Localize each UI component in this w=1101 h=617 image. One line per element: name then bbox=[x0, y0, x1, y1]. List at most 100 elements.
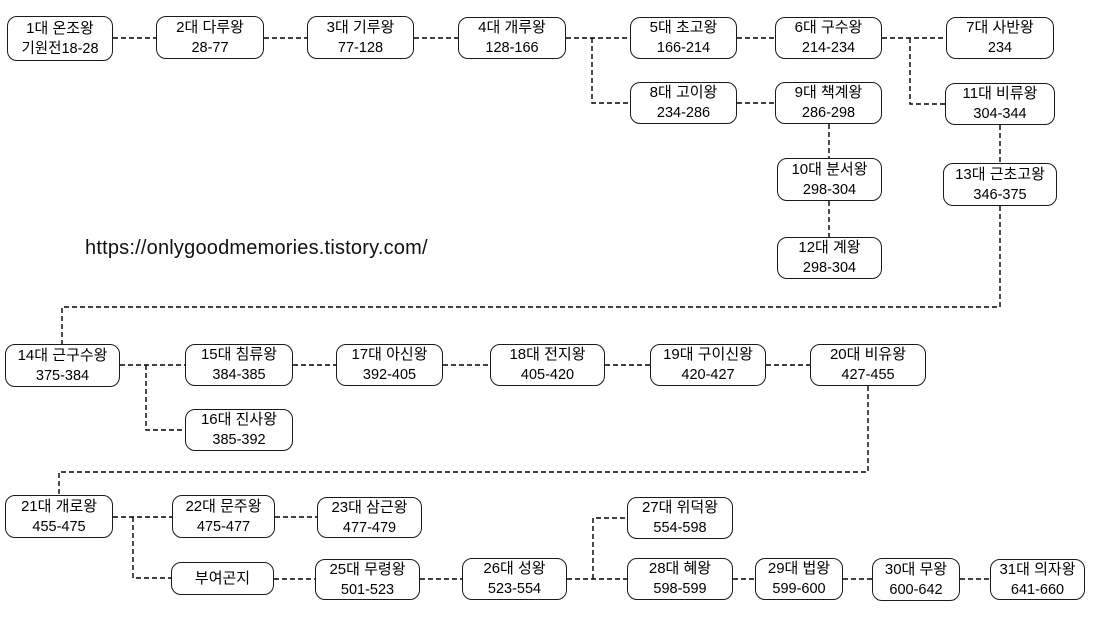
node-king-14: 14대 근구수왕 375-384 bbox=[5, 344, 120, 387]
node-king-31: 31대 의자왕 641-660 bbox=[990, 559, 1085, 600]
node-king-27: 27대 위덕왕 554-598 bbox=[627, 497, 733, 539]
king-years: 554-598 bbox=[653, 520, 707, 536]
king-name: 부여곤지 bbox=[194, 569, 251, 587]
king-years: 304-344 bbox=[973, 106, 1027, 122]
node-king-11: 11대 비류왕 304-344 bbox=[945, 83, 1055, 125]
king-years: 641-660 bbox=[1010, 581, 1065, 598]
node-king-07: 7대 사반왕 234 bbox=[946, 17, 1054, 59]
node-king-29: 29대 법왕 599-600 bbox=[755, 558, 843, 600]
king-name: 27대 위덕왕 bbox=[641, 499, 719, 516]
king-name: 22대 문주왕 bbox=[185, 497, 262, 515]
node-king-19: 19대 구이신왕 420-427 bbox=[650, 344, 766, 386]
node-king-03: 3대 기루왕 77-128 bbox=[307, 16, 414, 59]
node-king-26: 26대 성왕 523-554 bbox=[462, 558, 567, 600]
king-years: 128-166 bbox=[485, 40, 539, 56]
node-king-16: 16대 진사왕 385-392 bbox=[185, 409, 293, 451]
king-name: 18대 전지왕 bbox=[509, 346, 586, 363]
king-name: 13대 근초고왕 bbox=[955, 165, 1045, 183]
king-years: 298-304 bbox=[802, 260, 857, 276]
node-king-08: 8대 고이왕 234-286 bbox=[630, 82, 737, 124]
king-years: 286-298 bbox=[801, 105, 856, 121]
node-king-17: 17대 아신왕 392-405 bbox=[336, 344, 443, 386]
king-years: 77-128 bbox=[337, 39, 384, 56]
king-years: 384-385 bbox=[212, 367, 266, 383]
edge-king14-king16 bbox=[145, 365, 185, 431]
node-king-05: 5대 초고왕 166-214 bbox=[630, 17, 737, 59]
king-years: 420-427 bbox=[681, 367, 735, 383]
edge-king06-king11 bbox=[909, 38, 945, 105]
king-name: 17대 아신왕 bbox=[351, 346, 428, 363]
king-years: 298-304 bbox=[802, 181, 857, 198]
node-king-04: 4대 개루왕 128-166 bbox=[458, 17, 566, 59]
king-name: 2대 다루왕 bbox=[176, 18, 244, 36]
king-years: 600-642 bbox=[889, 581, 943, 598]
node-king-28: 28대 혜왕 598-599 bbox=[627, 558, 733, 600]
king-name: 8대 고이왕 bbox=[649, 84, 718, 101]
king-years: 346-375 bbox=[973, 186, 1027, 203]
edge-king04-king08 bbox=[591, 38, 630, 104]
edge-king26-king27 bbox=[592, 517, 627, 579]
king-years: 기원전18-28 bbox=[21, 40, 99, 57]
king-name: 6대 구수왕 bbox=[794, 19, 863, 36]
king-name: 1대 온조왕 bbox=[26, 19, 94, 37]
edge-king20-king21 bbox=[58, 386, 869, 495]
king-name: 15대 침류왕 bbox=[200, 346, 278, 363]
king-years: 475-477 bbox=[196, 518, 251, 535]
king-name: 28대 혜왕 bbox=[648, 560, 712, 577]
king-years: 405-420 bbox=[520, 367, 575, 383]
node-king-15: 15대 침류왕 384-385 bbox=[185, 344, 293, 386]
node-king-25: 25대 무령왕 501-523 bbox=[315, 559, 420, 600]
king-name: 9대 책계왕 bbox=[794, 84, 863, 101]
node-king-10: 10대 분서왕 298-304 bbox=[777, 158, 882, 201]
node-king-21: 21대 개로왕 455-475 bbox=[5, 495, 113, 538]
king-years: 28-77 bbox=[191, 39, 229, 56]
node-buyeo-gonji: 부여곤지 bbox=[171, 562, 274, 595]
king-years: 234-286 bbox=[656, 105, 711, 121]
king-years: 375-384 bbox=[35, 367, 90, 384]
node-king-18: 18대 전지왕 405-420 bbox=[490, 344, 605, 386]
king-name: 7대 사반왕 bbox=[966, 19, 1034, 36]
king-name: 16대 진사왕 bbox=[200, 411, 278, 428]
king-name: 19대 구이신왕 bbox=[663, 346, 753, 363]
node-king-30: 30대 무왕 600-642 bbox=[872, 558, 960, 601]
king-years: 214-234 bbox=[801, 40, 856, 56]
edge-king21-buyeogonji bbox=[132, 517, 171, 579]
king-name: 25대 무령왕 bbox=[329, 560, 406, 578]
node-king-22: 22대 문주왕 475-477 bbox=[172, 495, 275, 538]
king-name: 26대 성왕 bbox=[483, 560, 546, 577]
king-name: 23대 삼근왕 bbox=[331, 498, 408, 516]
node-king-02: 2대 다루왕 28-77 bbox=[156, 16, 264, 59]
node-king-20: 20대 비유왕 427-455 bbox=[810, 344, 926, 386]
node-king-01: 1대 온조왕 기원전18-28 bbox=[7, 16, 113, 61]
king-name: 20대 비유왕 bbox=[829, 346, 907, 363]
node-king-23: 23대 삼근왕 477-479 bbox=[317, 497, 422, 538]
node-king-12: 12대 계왕 298-304 bbox=[777, 237, 882, 279]
king-name: 10대 분서왕 bbox=[791, 160, 868, 178]
king-name: 12대 계왕 bbox=[798, 239, 861, 256]
king-years: 234 bbox=[987, 40, 1013, 56]
king-name: 21대 개로왕 bbox=[20, 497, 98, 515]
king-years: 392-405 bbox=[362, 367, 417, 383]
king-years: 455-475 bbox=[32, 518, 86, 535]
king-name: 29대 법왕 bbox=[767, 560, 831, 577]
watermark-url: https://onlygoodmemories.tistory.com/ bbox=[85, 237, 428, 259]
king-name: 3대 기루왕 bbox=[326, 18, 395, 36]
king-years: 598-599 bbox=[653, 581, 707, 597]
king-years: 427-455 bbox=[841, 367, 895, 383]
edge-king13-king14 bbox=[61, 206, 1001, 344]
king-years: 477-479 bbox=[342, 519, 397, 536]
king-name: 5대 초고왕 bbox=[649, 19, 718, 36]
king-years: 523-554 bbox=[487, 581, 542, 597]
king-name: 14대 근구수왕 bbox=[17, 346, 108, 364]
king-years: 501-523 bbox=[340, 581, 395, 598]
king-name: 11대 비류왕 bbox=[962, 85, 1038, 102]
node-king-06: 6대 구수왕 214-234 bbox=[775, 17, 882, 59]
king-years: 166-214 bbox=[656, 40, 711, 56]
king-name: 31대 의자왕 bbox=[999, 560, 1076, 578]
king-name: 30대 무왕 bbox=[884, 560, 948, 578]
node-king-13: 13대 근초고왕 346-375 bbox=[943, 163, 1057, 206]
king-name: 4대 개루왕 bbox=[478, 19, 546, 36]
node-king-09: 9대 책계왕 286-298 bbox=[775, 82, 882, 124]
